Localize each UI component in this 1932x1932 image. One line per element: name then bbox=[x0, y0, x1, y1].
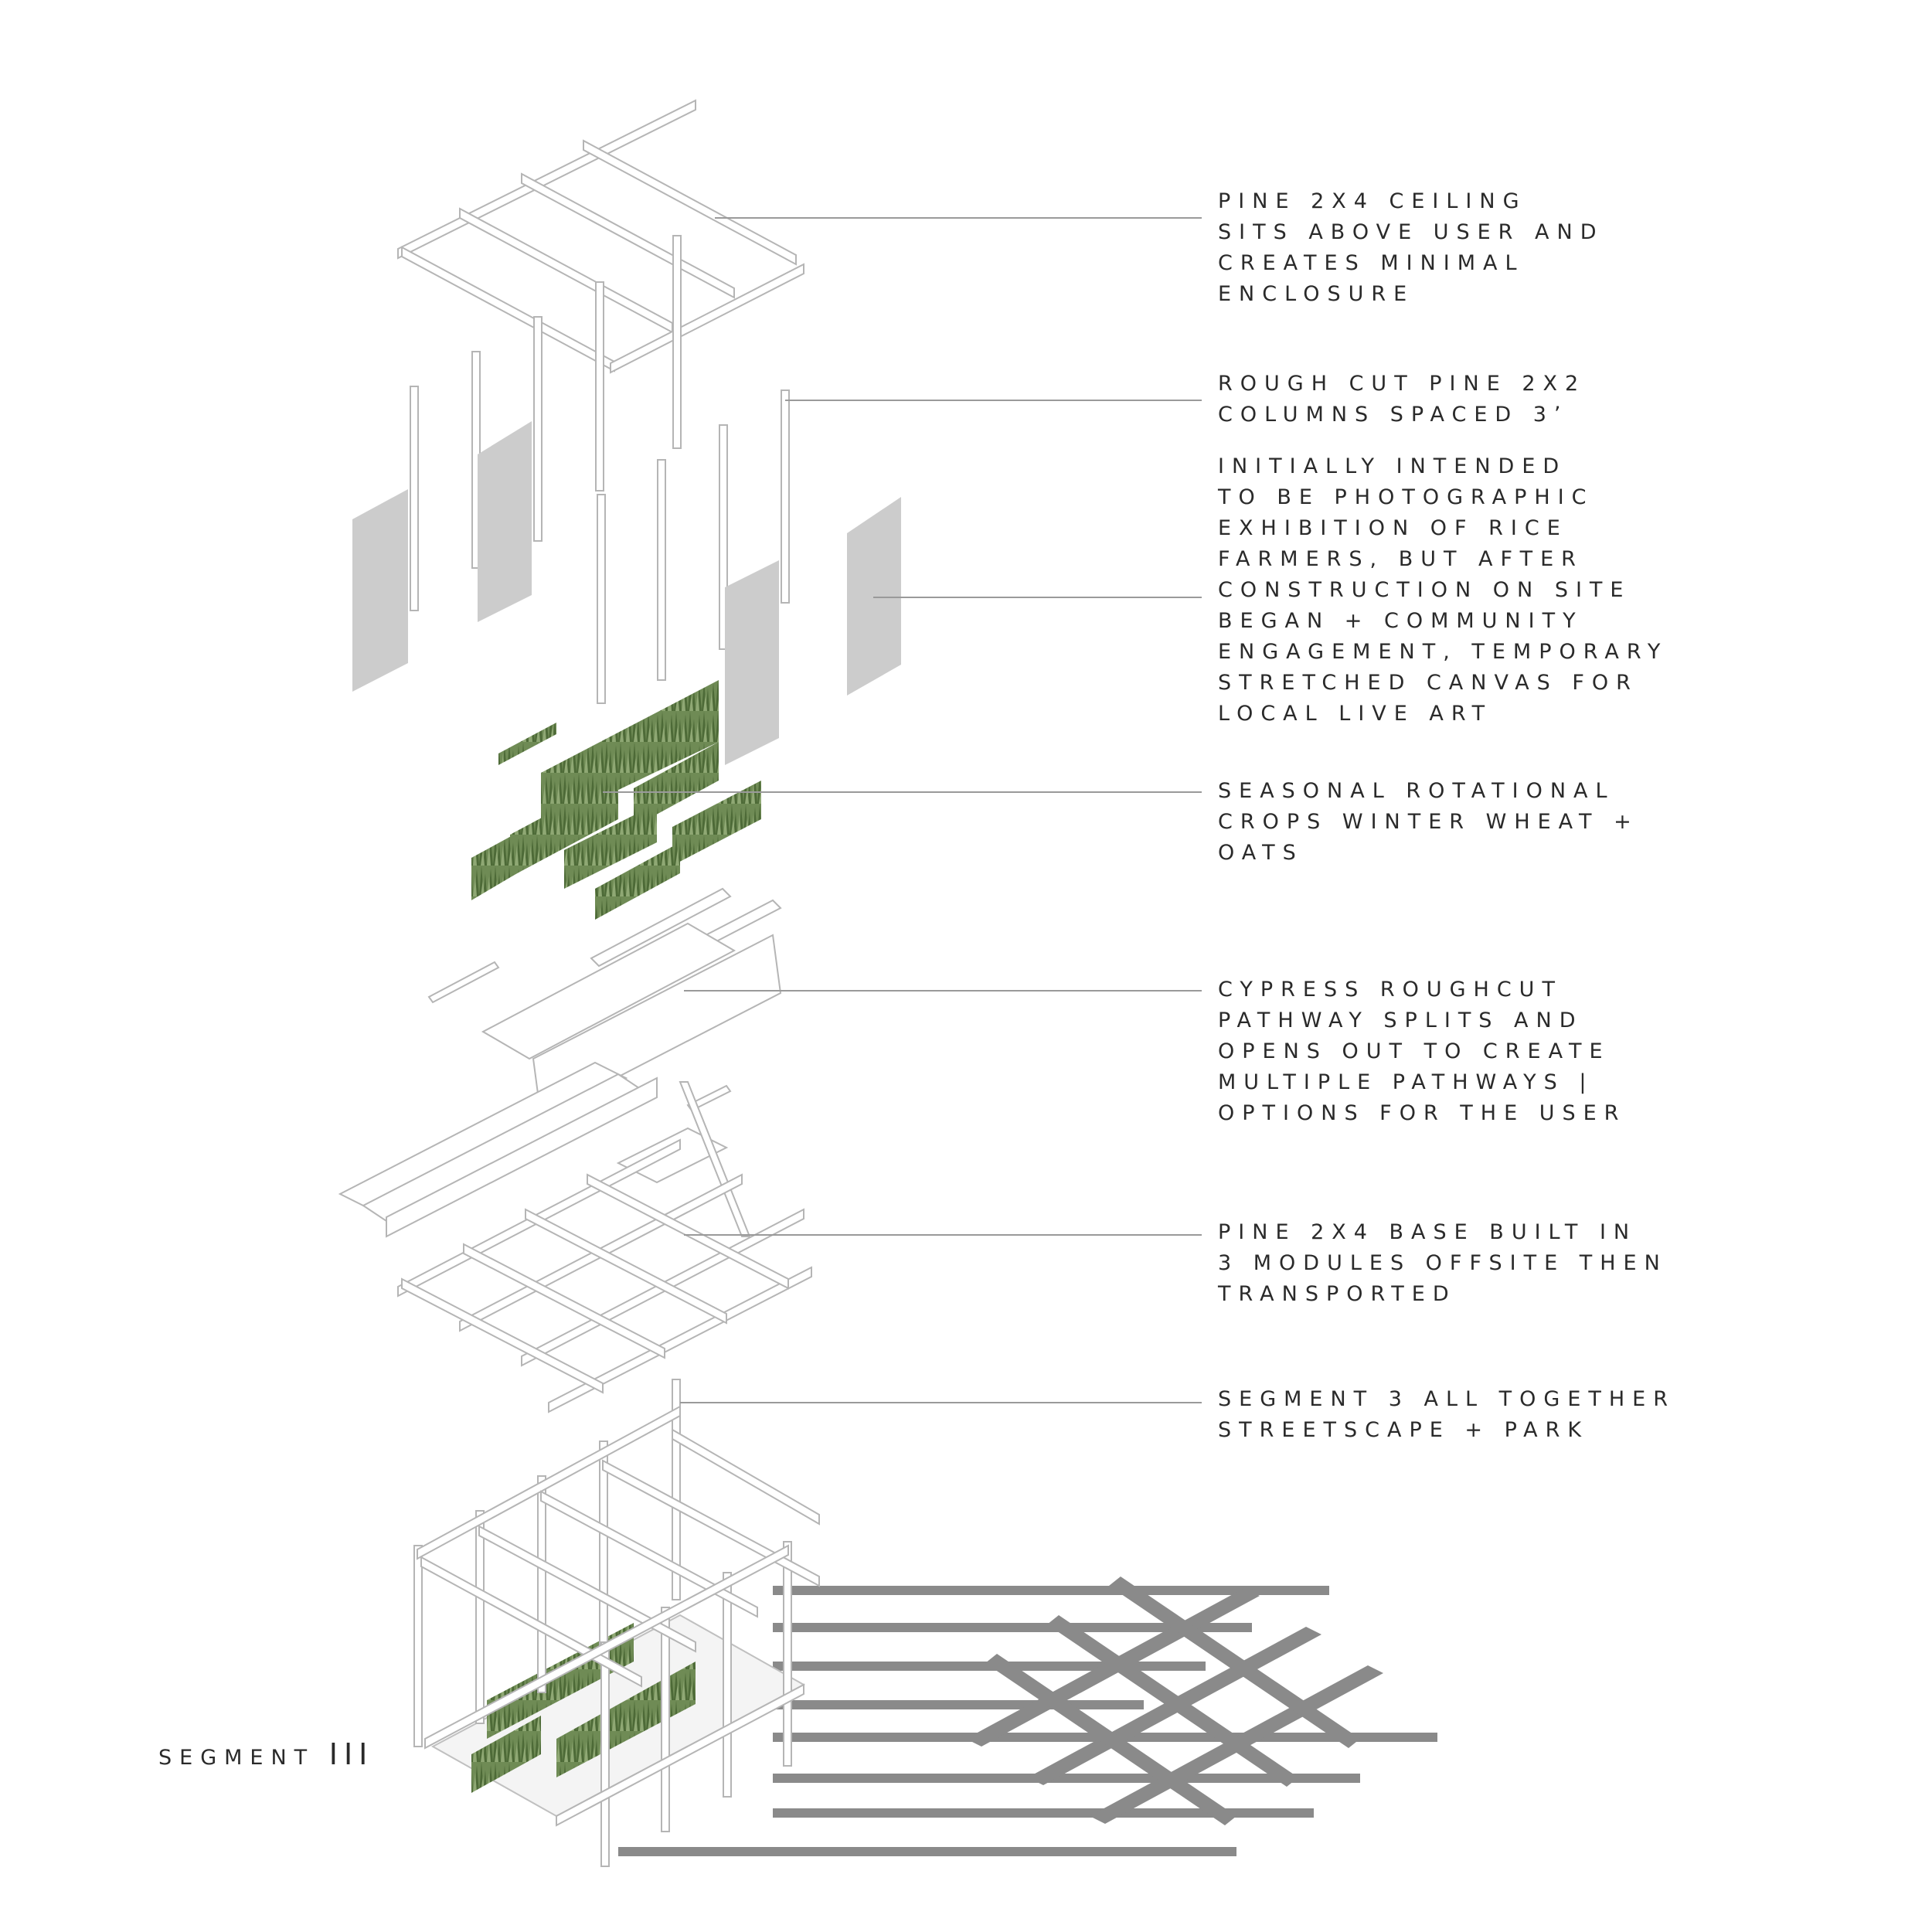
segment-label: segment III bbox=[158, 1737, 373, 1771]
leader-lines bbox=[603, 217, 1202, 1403]
annotation-pathway: cypress roughcut pathway splits and open… bbox=[1218, 978, 1627, 1125]
annotation-base: pine 2x4 base built in 3 modules offsite… bbox=[1218, 1220, 1668, 1306]
canvas-panels bbox=[352, 421, 901, 765]
segment-numeral: III bbox=[328, 1737, 374, 1771]
segment-word: segment bbox=[158, 1746, 315, 1770]
annotation-canvas: initially intended to be photographic ex… bbox=[1218, 454, 1668, 726]
annotation-columns: rough cut pine 2x2 columns spaced 3’ bbox=[1218, 372, 1587, 427]
assembly-shadow bbox=[618, 1577, 1437, 1856]
columns bbox=[410, 235, 790, 704]
annotation-ceiling: pine 2x4 ceiling sits above user and cre… bbox=[1218, 189, 1604, 306]
ceiling-frame bbox=[397, 99, 804, 374]
assembled-segment bbox=[413, 1379, 820, 1867]
annotation-crops: seasonal rotational crops winter wheat +… bbox=[1218, 779, 1639, 865]
annotation-assembly: segment 3 all together streetscape + par… bbox=[1218, 1387, 1675, 1442]
cypress-pathway bbox=[338, 887, 782, 1238]
base-frame bbox=[397, 1138, 812, 1413]
seasonal-crops bbox=[471, 680, 761, 920]
